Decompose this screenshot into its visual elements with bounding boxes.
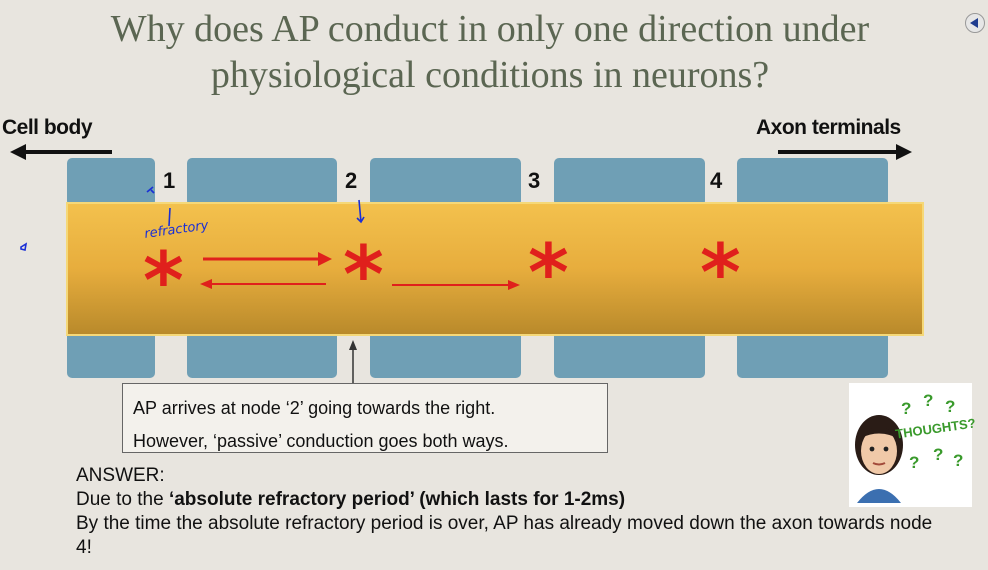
ink-marks [20,186,365,251]
thoughts-sticker: THOUGHTS? ? ? ? ? ? ? [849,383,977,507]
myelin-sheath [737,158,888,206]
myelin-sheath [370,330,521,378]
handwritten-annotation: refractory [143,218,209,242]
ap-star-node-4: * [700,229,741,319]
node-label-3: 3 [528,168,541,193]
myelin-sheath [370,158,521,206]
answer-line-2: By the time the absolute refractory peri… [76,513,933,558]
callout-box: AP arrives at node ‘2’ going towards the… [122,383,608,453]
play-back-icon[interactable] [965,13,985,33]
ap-star-node-1: * [143,237,184,327]
answer-heading: ANSWER: [76,465,165,486]
question-mark-icon: ? [933,445,944,464]
right-arrow-icon [392,280,520,290]
myelin-sheath [67,330,155,378]
thinking-woman-icon [855,415,903,503]
question-mark-icon: ? [953,451,964,470]
axon-terminals-label: Axon terminals [756,116,901,139]
answer-block: ANSWER: Due to the ‘absolute refractory … [76,464,936,560]
answer-line-1-prefix: Due to the [76,489,169,510]
myelin-sheath [554,158,705,206]
question-mark-icon: ? [945,397,956,416]
pointer-arrow-icon [349,340,357,383]
left-arrow-icon [10,144,112,160]
ap-star-node-2: * [343,231,384,321]
slide-title: Why does AP conduct in only one directio… [110,8,870,96]
myelin-sheath [187,330,337,378]
axon [66,202,924,336]
myelin-sheath [554,330,705,378]
myelin-sheath [737,330,888,378]
node-label-2: 2 [345,168,358,193]
node-label-4: 4 [710,168,723,193]
node-label-1: 1 [163,168,176,193]
right-arrow-icon [778,144,912,160]
myelin-sheath [67,158,155,206]
answer-line-1-bold: ‘absolute refractory period’ (which last… [168,489,626,510]
ap-star-node-3: * [528,229,569,319]
question-mark-icon: ? [901,399,912,418]
callout-line-2: However, ‘passive’ conduction goes both … [133,431,509,451]
callout-line-1: AP arrives at node ‘2’ going towards the… [133,398,496,418]
answer-line-1: Due to the ‘absolute refractory period’ … [76,488,936,512]
double-arrow-icon [200,252,332,289]
question-mark-icon: ? [923,391,934,410]
myelin-sheath [187,158,337,206]
question-mark-icon: ? [909,453,920,472]
cell-body-label: Cell body [2,116,93,139]
